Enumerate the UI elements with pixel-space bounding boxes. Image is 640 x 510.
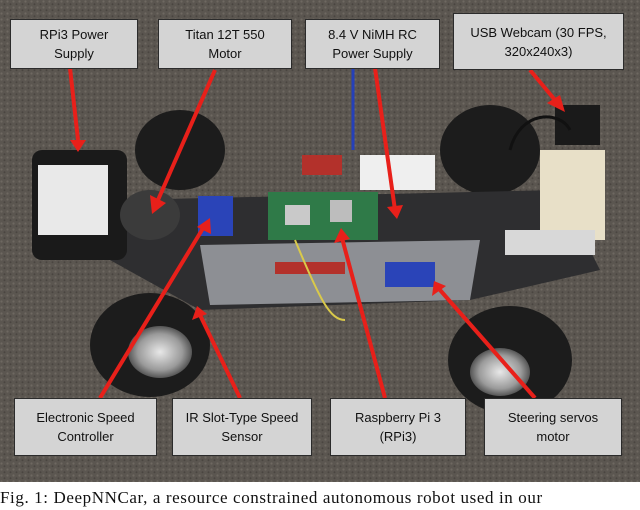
arrow-raspberry-pi — [340, 237, 387, 399]
arrowhead-rpi-power — [70, 140, 86, 152]
steering-servo-device — [385, 262, 435, 287]
arrow-servo — [438, 288, 537, 400]
rpi-power-supply-device — [32, 150, 127, 260]
arrowhead-webcam — [547, 95, 565, 112]
label-rpi-power-supply: RPi3 Power Supply — [10, 19, 138, 69]
car-photo: RPi3 Power Supply Titan 12T 550 Motor 8.… — [0, 0, 640, 482]
arrowhead-raspberry-pi — [334, 228, 350, 243]
usb-cable — [508, 115, 572, 151]
arrowhead-battery — [387, 205, 403, 219]
breadboard — [360, 155, 435, 190]
motor-device — [120, 190, 180, 240]
raspberry-pi-board — [268, 192, 378, 240]
label-raspberry-pi: Raspberry Pi 3 (RPi3) — [330, 398, 466, 456]
red-connector-strip — [275, 262, 345, 274]
arrowhead-esc — [197, 218, 211, 234]
arrow-motor — [156, 69, 217, 201]
arrow-battery — [373, 67, 397, 211]
webcam-mount — [540, 105, 605, 240]
red-board — [302, 155, 342, 175]
arrow-rpi-power — [68, 67, 80, 141]
label-esc: Electronic Speed Controller — [14, 398, 157, 456]
rear-right-wheel — [440, 105, 540, 195]
callout-arrows — [68, 67, 565, 400]
figure-caption: Fig. 1: DeepNNCar, a resource constraine… — [0, 488, 543, 507]
label-battery: 8.4 V NiMH RC Power Supply — [305, 19, 440, 69]
label-motor: Titan 12T 550 Motor — [158, 19, 292, 69]
label-ir-sensor: IR Slot-Type Speed Sensor — [172, 398, 312, 456]
arrowhead-servo — [432, 281, 446, 296]
label-steering-servo: Steering servos motor — [484, 398, 622, 456]
tape — [505, 230, 595, 255]
label-webcam: USB Webcam (30 FPS, 320x240x3) — [453, 13, 624, 70]
arrow-esc — [98, 223, 207, 400]
arrowhead-ir-sensor — [192, 306, 207, 320]
arrowhead-motor — [150, 195, 166, 214]
yellow-wire — [294, 239, 346, 321]
arrow-ir-sensor — [198, 314, 242, 399]
front-left-wheel — [90, 293, 210, 397]
arrow-webcam — [528, 68, 557, 102]
